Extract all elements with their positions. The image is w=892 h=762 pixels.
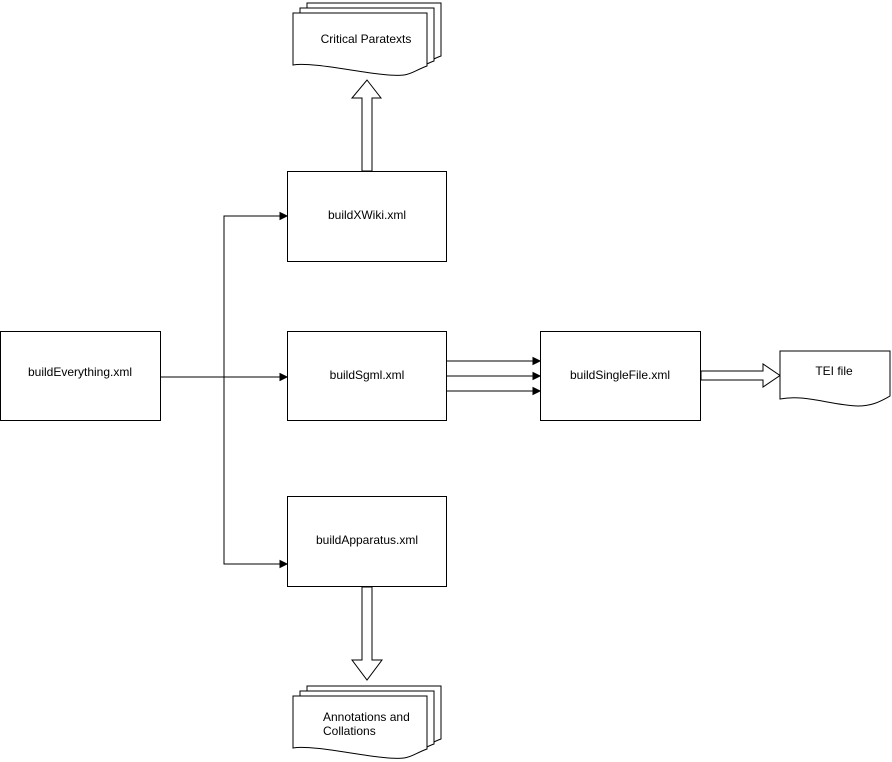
node-build-everything: buildEverything.xml (0, 331, 161, 421)
connector-sgml-to-singlefile (447, 356, 542, 396)
output-critical-paratexts: Critical Paratexts (292, 2, 442, 76)
node-build-single-file-label: buildSingleFile.xml (570, 368, 670, 382)
output-annotations-label-line1: Annotations and (323, 710, 410, 724)
node-build-sgml-label: buildSgml.xml (330, 368, 405, 382)
output-annotations-label-line2: Collations (323, 724, 376, 738)
node-build-single-file: buildSingleFile.xml (540, 331, 701, 421)
output-critical-paratexts-label: Critical Paratexts (321, 32, 412, 46)
node-build-xwiki-label: buildXWiki.xml (328, 208, 406, 222)
node-build-sgml: buildSgml.xml (287, 331, 447, 421)
output-tei-file-label: TEI file (815, 364, 853, 378)
output-annotations-collations: Annotations and Collations (292, 685, 442, 759)
arrowhead-apparatus (279, 559, 289, 569)
arrowhead-xwiki (279, 211, 289, 221)
node-build-everything-label: buildEverything.xml (28, 365, 132, 379)
hollow-arrow-up (350, 79, 383, 172)
output-tei-file: TEI file (779, 350, 891, 407)
node-build-xwiki: buildXWiki.xml (287, 171, 447, 262)
arrowhead-sgml (279, 372, 289, 382)
hollow-arrow-right (700, 363, 781, 388)
hollow-arrow-down (351, 586, 383, 681)
connector-everything-to-targets (161, 211, 289, 569)
node-build-apparatus: buildApparatus.xml (287, 496, 447, 587)
node-build-apparatus-label: buildApparatus.xml (316, 533, 418, 547)
